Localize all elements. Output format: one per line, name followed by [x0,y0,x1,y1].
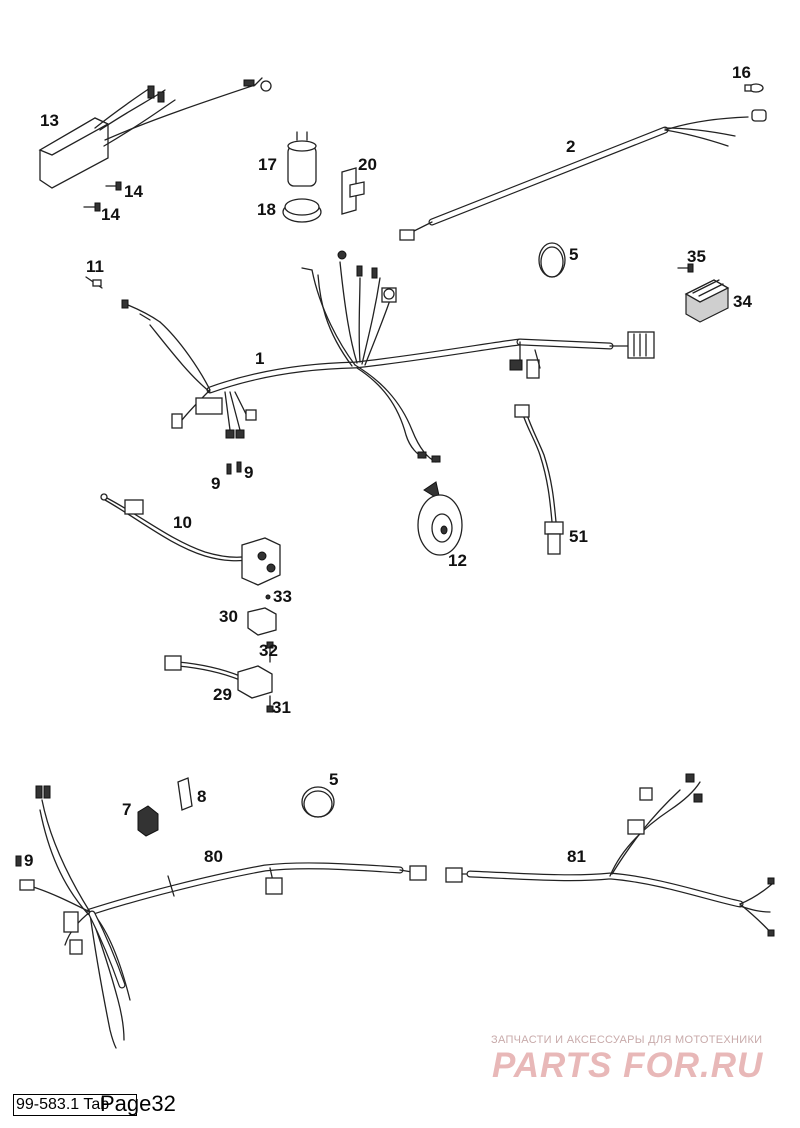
callout-30: 30 [219,607,238,626]
callout-18: 18 [257,200,276,219]
callout-9-left: 9 [211,474,220,493]
callout-80: 80 [204,847,223,866]
screw-14 [83,181,122,212]
callout-7: 7 [122,800,131,819]
doc-ref: 99-583.1 Tab [16,1096,110,1113]
callout-12: 12 [448,551,467,570]
callout-5-bottom: 5 [329,770,338,789]
callout-33: 33 [273,587,292,606]
horn-12 [417,481,463,556]
bracket-8 [177,777,193,811]
capacitor-17 [287,131,317,187]
callout-9-right: 9 [244,463,253,482]
callout-51: 51 [569,527,588,546]
callout-34: 34 [733,292,752,311]
parts-30-33 [247,594,277,636]
callout-81: 81 [567,847,586,866]
callout-20: 20 [358,155,377,174]
terminal-9-pair [226,461,242,475]
cable-tie-5-top [538,242,566,278]
harness-81 [445,773,775,937]
callout-1: 1 [255,349,264,368]
main-harness-1 [121,250,655,463]
taillight-harness-2 [399,109,767,241]
callout-16: 16 [732,63,751,82]
doc-ref-box [13,1094,137,1116]
callout-14-upper: 14 [124,182,143,201]
callout-11: 11 [86,257,104,276]
callout-13: 13 [40,111,59,130]
harness-80 [19,785,427,1049]
page-number: Page32 [100,1091,176,1116]
callout-35: 35 [687,247,706,266]
callout-2: 2 [566,137,575,156]
callout-5-top: 5 [569,245,578,264]
watermark-logo: PARTS FOR.RU [492,1046,764,1085]
bracket-20 [341,167,365,215]
cable-tie-5-bottom [301,786,335,818]
callout-8: 8 [197,787,206,806]
callout-29: 29 [213,685,232,704]
bulb-16 [744,83,764,93]
clamp-ring-18 [282,198,322,223]
relay-7 [137,805,159,837]
switch-29-31-32 [164,641,274,713]
callout-17: 17 [258,155,277,174]
terminal-9-single [15,855,22,867]
screw-35 [677,263,694,273]
connector-11 [85,276,103,289]
regulator-34 [684,279,730,323]
callout-14-lower: 14 [101,205,120,224]
callout-9-bottom: 9 [24,851,33,870]
switch-harness-10 [100,493,281,586]
cdi-unit-13 [38,77,272,189]
callout-31: 31 [272,698,291,717]
watermark-tagline: ЗАПЧАСТИ И АКСЕССУАРЫ ДЛЯ МОТОТЕХНИКИ [491,1034,763,1046]
sensor-51 [514,404,564,555]
callout-10: 10 [173,513,192,532]
callout-32: 32 [259,641,278,660]
